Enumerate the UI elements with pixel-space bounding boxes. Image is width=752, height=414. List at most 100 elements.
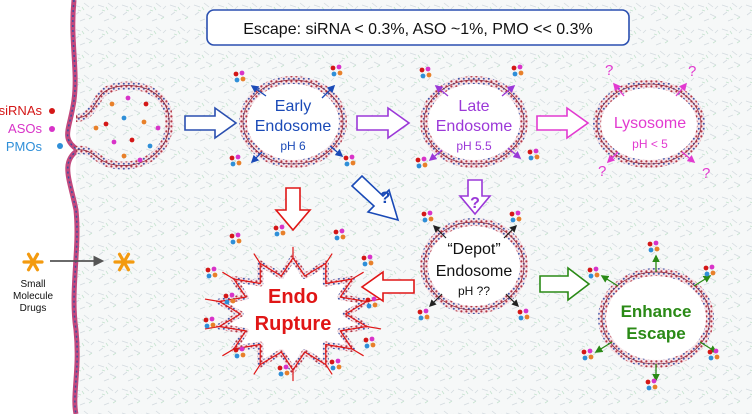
rupture-spike bbox=[253, 364, 261, 375]
cargo-dot bbox=[235, 154, 241, 160]
cargo-dot bbox=[239, 346, 245, 352]
early-endosome-leak-arrows bbox=[250, 84, 344, 164]
cargo-dot bbox=[370, 342, 376, 348]
cargo-dot bbox=[518, 315, 524, 321]
cargo-dot bbox=[230, 161, 236, 167]
cargo-dot bbox=[364, 343, 370, 349]
cargo-dot bbox=[515, 210, 521, 216]
cargo-dot bbox=[111, 139, 117, 145]
rupture-spike bbox=[222, 271, 235, 280]
cargo-dot bbox=[340, 234, 346, 240]
cargo-dot bbox=[333, 229, 339, 235]
cargo-dot bbox=[647, 241, 653, 247]
cargo-dot bbox=[425, 66, 431, 72]
arrow-late-to-depot bbox=[458, 179, 492, 216]
cargo-dot bbox=[517, 309, 523, 315]
cargo-dot bbox=[654, 246, 660, 252]
small-molecule-drugs: Small Molecule Drugs bbox=[13, 252, 135, 314]
legend-sirna-label: siRNAs bbox=[0, 103, 42, 118]
cargo-dot bbox=[417, 309, 423, 315]
depot-endosome-ph: pH ?? bbox=[458, 284, 490, 298]
cargo-dot bbox=[274, 231, 280, 237]
rupture-spike bbox=[222, 348, 235, 357]
asterisk-stroke bbox=[26, 252, 40, 272]
legend-sirna-dot bbox=[49, 108, 55, 114]
cargo-dot bbox=[236, 160, 242, 166]
cargo-dot bbox=[234, 77, 240, 83]
arrow-depot-to-escape bbox=[539, 266, 591, 302]
arrow-to-early-endosome bbox=[184, 106, 238, 140]
cargo-dot bbox=[371, 296, 377, 302]
cargo-dot bbox=[330, 365, 336, 371]
rupture-spike bbox=[351, 271, 364, 280]
legend-pmo-label: PMOs bbox=[6, 139, 43, 154]
cargo-dot bbox=[205, 267, 211, 273]
small-molecule-star-inside bbox=[113, 252, 135, 272]
cargo-dot bbox=[428, 216, 434, 222]
cargo-dot bbox=[369, 336, 375, 342]
cargo-dot bbox=[648, 247, 654, 253]
arrow-to-late-endosome bbox=[356, 106, 411, 140]
cargo-dot bbox=[141, 119, 147, 125]
cargo-dot bbox=[239, 70, 245, 76]
cargo-dot bbox=[709, 264, 715, 270]
small-molecule-label-2: Molecule bbox=[13, 291, 53, 302]
cargo-dot bbox=[651, 378, 657, 384]
enhance-escape-arrows bbox=[594, 254, 718, 382]
rupture-label-2: Rupture bbox=[255, 313, 332, 335]
cargo-dot bbox=[331, 71, 337, 77]
cargo-dot bbox=[234, 353, 240, 359]
cargo-dot bbox=[518, 70, 524, 76]
cargo-dot bbox=[210, 322, 216, 328]
late-endosome-label-1: Late bbox=[458, 98, 489, 115]
budding-vesicle-cargo bbox=[93, 95, 161, 163]
rupture-label-1: Endo bbox=[268, 286, 318, 308]
cargo-dot bbox=[421, 211, 427, 217]
late-endosome-ph: pH 5.5 bbox=[456, 139, 492, 153]
cargo-dot bbox=[335, 358, 341, 364]
cargo-dot bbox=[703, 265, 709, 271]
released-cargo-clusters bbox=[203, 64, 720, 391]
cargo-dot bbox=[593, 266, 599, 272]
cargo-dot bbox=[511, 65, 517, 71]
cargo-dot bbox=[230, 298, 236, 304]
rupture-spike bbox=[204, 298, 220, 303]
cargo-dot bbox=[533, 148, 539, 154]
cargo-dot bbox=[363, 337, 369, 343]
cargo-dot bbox=[283, 364, 289, 370]
enhance-escape-vesicle: Enhance Escape bbox=[598, 268, 714, 368]
budding-endocytic-vesicle bbox=[75, 81, 174, 170]
cargo-dot bbox=[368, 260, 374, 266]
cargo-dot bbox=[233, 71, 239, 77]
cargo-dot bbox=[203, 317, 209, 323]
rupture-spike bbox=[325, 253, 333, 264]
cargo-dot bbox=[423, 308, 429, 314]
cargo-dot bbox=[510, 217, 516, 223]
cargo-dot bbox=[125, 95, 131, 101]
cargo-dot bbox=[204, 323, 210, 329]
lysosome-question-3: ? bbox=[598, 163, 606, 180]
rupture-spike bbox=[253, 253, 261, 264]
lysosome-question-marks: ? ? ? ? bbox=[598, 62, 710, 182]
cargo-dot bbox=[653, 240, 659, 246]
cargo-dot bbox=[652, 384, 658, 390]
cargo-dot bbox=[422, 162, 428, 168]
cargo-dot bbox=[278, 371, 284, 377]
cargo-dot bbox=[240, 76, 246, 82]
arrow-early-to-rupture bbox=[274, 187, 312, 232]
depot-endosome-label-1: “Depot” bbox=[447, 241, 500, 258]
cargo-dot bbox=[93, 125, 99, 131]
depot-endosome: “Depot” Endosome pH ?? bbox=[420, 218, 528, 314]
cargo-dot bbox=[372, 302, 378, 308]
cargo-dot bbox=[277, 365, 283, 371]
cargo-dot bbox=[280, 230, 286, 236]
rupture-spike bbox=[351, 348, 364, 357]
cargo-dot bbox=[427, 210, 433, 216]
cargo-dot bbox=[713, 348, 719, 354]
cargo-dot bbox=[284, 370, 290, 376]
cargo-dot bbox=[421, 156, 427, 162]
cargo-dot bbox=[273, 225, 279, 231]
cargo-dot bbox=[233, 347, 239, 353]
cargo-dot bbox=[424, 314, 430, 320]
